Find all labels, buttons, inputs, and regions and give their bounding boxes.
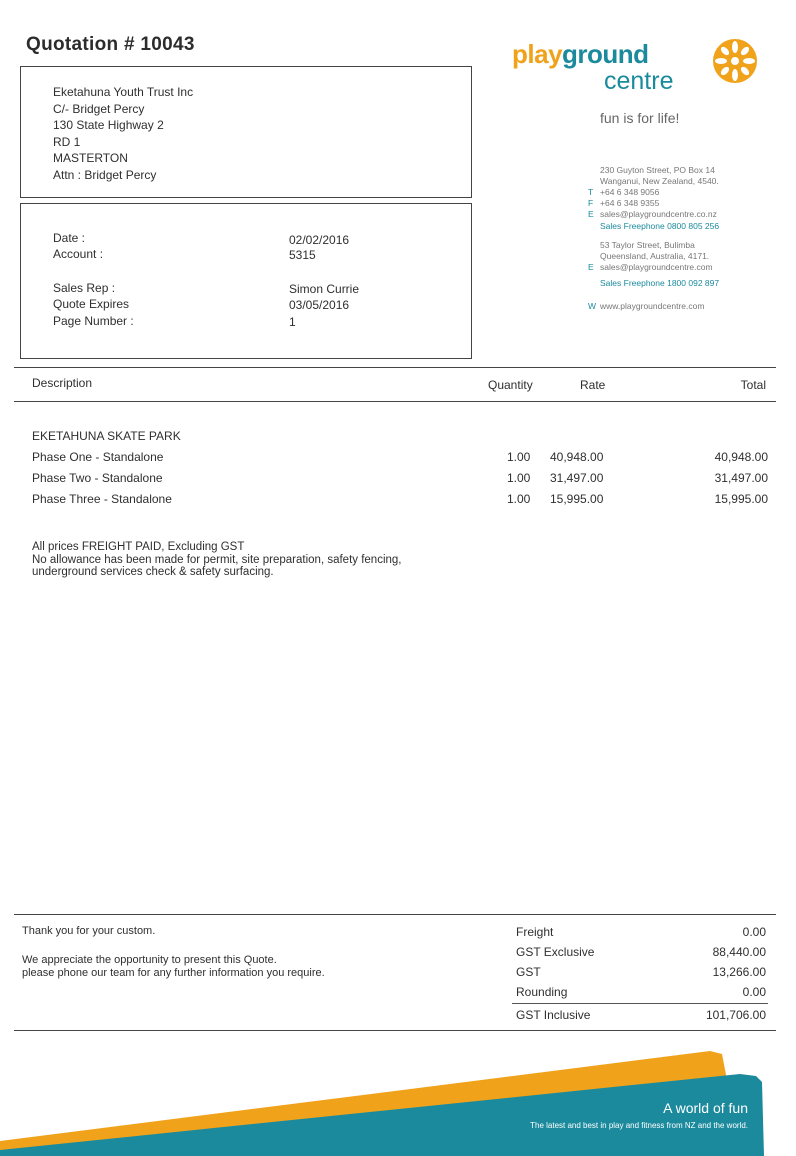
au-address-line: Queensland, Australia, 4171. — [600, 251, 710, 261]
total-label: Freight — [516, 925, 554, 939]
date-label: Date : — [53, 231, 86, 245]
table-header-rule — [14, 401, 776, 402]
appreciation-line: We appreciate the opportunity to present… — [22, 954, 277, 966]
grand-total-label: GST Inclusive — [516, 1008, 591, 1022]
account-value: 5315 — [289, 248, 316, 262]
logo-ground: ground — [562, 39, 649, 69]
row-quantity: 1.00 — [507, 450, 531, 464]
sales-rep-label: Sales Rep : — [53, 281, 116, 295]
total-value: 0.00 — [742, 925, 766, 939]
sun-icon — [713, 39, 757, 83]
account-label: Account : — [53, 247, 104, 261]
website: www.playgroundcentre.com — [600, 301, 705, 311]
grand-total-value: 101,706.00 — [705, 1008, 766, 1022]
total-label: Rounding — [516, 985, 568, 999]
note-line: All prices FREIGHT PAID, Excluding GST — [32, 541, 245, 553]
header-quantity: Quantity — [488, 378, 533, 392]
row-total: 40,948.00 — [714, 450, 768, 464]
appreciation-line: please phone our team for any further in… — [22, 967, 325, 979]
quote-expires-label: Quote Expires — [53, 297, 130, 311]
address-line: Eketahuna Youth Trust Inc — [53, 85, 194, 99]
fax-label: F — [588, 198, 594, 208]
section-heading: EKETAHUNA SKATE PARK — [32, 429, 181, 443]
row-quantity: 1.00 — [507, 471, 531, 485]
logo-centre: centre — [604, 67, 674, 95]
row-total: 31,497.00 — [714, 471, 768, 485]
row-quantity: 1.00 — [507, 492, 531, 506]
total-value: 88,440.00 — [712, 945, 766, 959]
total-label: GST — [516, 965, 541, 979]
phone-label: T — [588, 187, 594, 197]
email-label: E — [588, 262, 594, 272]
quote-meta-box: Date : 02/02/2016 Account : 5315 Sales R… — [20, 203, 472, 359]
address-line: C/- Bridget Percy — [53, 101, 145, 116]
row-rate: 31,497.00 — [550, 471, 604, 485]
au-address-line: 53 Taylor Street, Bulimba — [600, 240, 695, 250]
fax-row: F +64 6 348 9355 — [588, 198, 778, 209]
gst-inclusive-row: GST Inclusive 101,706.00 — [516, 1008, 766, 1022]
page-number-label: Page Number : — [53, 314, 134, 328]
total-label: GST Exclusive — [516, 945, 595, 959]
row-rate: 15,995.00 — [550, 492, 604, 506]
row-rate: 40,948.00 — [550, 450, 604, 464]
total-value: 13,266.00 — [712, 965, 766, 979]
email-au: sales@playgroundcentre.com — [600, 262, 713, 272]
address-line: 130 State Highway 2 — [53, 118, 164, 132]
row-description: Phase One - Standalone — [32, 450, 164, 464]
totals-rule — [512, 1003, 768, 1004]
brand-banner — [0, 1051, 764, 1156]
nz-address-line: 230 Guyton Street, PO Box 14 — [600, 165, 715, 175]
page-number-value: 1 — [289, 315, 296, 329]
contact-details: 230 Guyton Street, PO Box 14 Wanganui, N… — [588, 165, 778, 312]
thanks-message: Thank you for your custom. — [22, 925, 156, 937]
address-line: MASTERTON — [53, 151, 128, 165]
header-rate: Rate — [580, 378, 606, 392]
website-label: W — [588, 301, 597, 311]
company-logo: playground centre fun is for life! — [512, 38, 772, 138]
note-line: underground services check & safety surf… — [32, 566, 274, 578]
address-line: RD 1 — [53, 134, 81, 149]
quotation-title: Quotation # 10043 — [26, 34, 195, 55]
row-description: Phase Three - Standalone — [32, 492, 172, 506]
banner-slogan: A world of fun — [663, 1100, 748, 1116]
email-nz: sales@playgroundcentre.co.nz — [600, 209, 717, 219]
nz-address-line: Wanganui, New Zealand, 4540. — [600, 176, 719, 186]
logo-wordmark: playground — [512, 40, 649, 73]
phone-row: T +64 6 348 9056 — [588, 187, 778, 198]
row-total: 15,995.00 — [714, 492, 768, 506]
quote-notes: All prices FREIGHT PAID, Excluding GST N… — [32, 541, 401, 579]
footer-bottom-rule — [14, 1030, 776, 1031]
tagline: fun is for life! — [600, 110, 680, 126]
sales-rep-value: Simon Currie — [289, 282, 360, 296]
rounding-row: Rounding 0.00 — [516, 985, 766, 999]
freephone-nz: Sales Freephone 0800 805 256 — [600, 221, 720, 231]
recipient-address-box: Eketahuna Youth Trust Inc C/- Bridget Pe… — [20, 66, 472, 198]
phone-number: +64 6 348 9056 — [600, 187, 660, 197]
total-value: 0.00 — [742, 985, 766, 999]
freight-row: Freight 0.00 — [516, 925, 766, 939]
email-label: E — [588, 209, 594, 219]
gst-row: GST 13,266.00 — [516, 965, 766, 979]
note-line: No allowance has been made for permit, s… — [32, 553, 402, 566]
header-total: Total — [740, 378, 766, 392]
gst-exclusive-row: GST Exclusive 88,440.00 — [516, 945, 766, 959]
row-description: Phase Two - Standalone — [32, 471, 163, 485]
fax-number: +64 6 348 9355 — [600, 198, 660, 208]
quote-expires-value: 03/05/2016 — [289, 298, 350, 312]
header-description: Description — [32, 376, 93, 390]
address-line: Attn : Bridget Percy — [53, 167, 157, 182]
freephone-au: Sales Freephone 1800 092 897 — [600, 278, 720, 288]
logo-play: play — [512, 39, 563, 69]
footer-top-rule — [14, 914, 776, 915]
date-value: 02/02/2016 — [289, 233, 350, 247]
table-top-rule — [14, 367, 776, 368]
banner-subline: The latest and best in play and fitness … — [530, 1121, 748, 1130]
